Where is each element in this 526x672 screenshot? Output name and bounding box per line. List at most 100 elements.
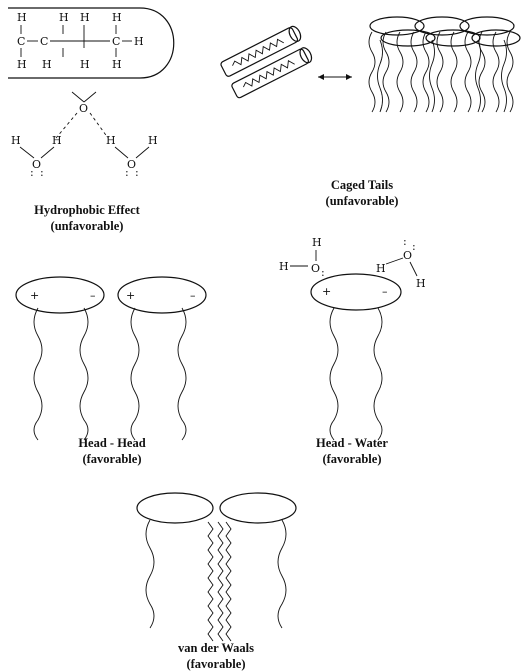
head-head-pair: + – + – — [15, 276, 207, 441]
lipid-tube — [231, 48, 309, 99]
lipid-head — [459, 16, 515, 36]
lipid-tail — [329, 307, 339, 441]
tilted-lipid-pair — [220, 25, 313, 99]
water-atom: H — [52, 134, 62, 147]
lone-pair: : — [30, 166, 34, 179]
equilibrium-arrow — [318, 74, 352, 80]
water-atom: H — [376, 262, 386, 275]
hc-atom: H — [112, 11, 122, 24]
caged-tails-caption: Caged Tails (unfavorable) — [300, 177, 424, 209]
water-bond — [40, 146, 55, 159]
hydrocarbon-molecule: H H H H C C C H H H H H — [8, 7, 175, 79]
hc-atom: C — [112, 35, 120, 48]
lipid-tail — [145, 519, 155, 629]
lone-pair: : — [403, 235, 407, 248]
water-atom: H — [11, 134, 21, 147]
hc-atom: H — [42, 58, 52, 71]
lipid-tail — [243, 60, 295, 88]
hc-atom: H — [112, 58, 122, 71]
lipid-head — [117, 276, 207, 314]
water-atom: H — [279, 260, 289, 273]
caption-note: (favorable) — [322, 452, 382, 466]
lipid-tail — [217, 521, 224, 642]
lipid-tail — [33, 307, 43, 441]
water-atom: H — [148, 134, 158, 147]
water-atom: H — [416, 277, 426, 290]
lone-pair: : — [412, 240, 416, 253]
hydrocarbon-boundary — [8, 7, 175, 79]
water-bond — [114, 146, 129, 159]
lone-pair: : — [321, 266, 325, 279]
van-der-waals-pair — [136, 492, 297, 642]
lipid-head — [299, 47, 313, 64]
water-bond — [385, 257, 404, 265]
lipid-head — [219, 492, 297, 524]
caption-note: (unfavorable) — [325, 194, 399, 208]
negative-charge: – — [190, 289, 196, 302]
lipid-tail — [207, 521, 214, 642]
lipid-tail — [79, 307, 89, 441]
van-der-waals-caption: van der Waals (favorable) — [154, 640, 278, 672]
hydrogen-bond — [89, 112, 109, 139]
water-atom: O — [79, 102, 88, 115]
caption-note: (favorable) — [186, 657, 246, 671]
positive-charge: + — [30, 289, 39, 302]
caption-title: Hydrophobic Effect — [34, 203, 140, 217]
water-bond — [71, 91, 85, 103]
lipid-head — [288, 25, 302, 42]
water-network: O H H O : : H H O : : — [11, 91, 158, 179]
hc-atom: H — [17, 11, 27, 24]
lipid-tail — [277, 519, 287, 629]
hc-atom: C — [17, 35, 25, 48]
caged-lipid-array — [368, 16, 521, 113]
water-atom: O — [403, 249, 412, 262]
lipid-tail — [232, 38, 284, 66]
water-bond — [409, 261, 418, 277]
negative-charge: – — [382, 285, 388, 298]
caption-title: Head - Head — [78, 436, 146, 450]
lipid-tail — [130, 307, 140, 441]
head-water-caption: Head - Water (favorable) — [290, 435, 414, 467]
lone-pair: : — [40, 166, 44, 179]
head-head-caption: Head - Head (favorable) — [50, 435, 174, 467]
lipid-tail — [177, 307, 187, 441]
hc-atom: H — [17, 58, 27, 71]
positive-charge: + — [322, 285, 331, 298]
lipid-tube — [220, 27, 299, 77]
water-bond — [19, 146, 35, 159]
lipid-head — [471, 29, 521, 47]
caption-title: Caged Tails — [330, 178, 394, 192]
lipid-head — [369, 16, 425, 36]
water-atom: O — [127, 158, 136, 171]
water-atom: O — [32, 158, 41, 171]
lipid-tail — [373, 307, 383, 441]
lone-pair: : — [135, 166, 139, 179]
lipid-head — [414, 16, 470, 36]
lipid-tail — [225, 521, 232, 642]
caption-title: van der Waals — [178, 641, 254, 655]
lipid-head — [380, 29, 436, 47]
lone-pair: : — [125, 166, 129, 179]
water-bond — [83, 91, 97, 103]
water-atom: O — [311, 262, 320, 275]
water-atom: H — [106, 134, 116, 147]
hc-atom: H — [80, 11, 90, 24]
lipid-head — [136, 492, 214, 524]
head-water-pair: + – H H O : : : O H H — [279, 235, 426, 441]
hc-atom: C — [40, 35, 48, 48]
caption-note: (unfavorable) — [50, 219, 124, 233]
water-bond — [135, 146, 150, 159]
positive-charge: + — [126, 289, 135, 302]
caption-title: Head - Water — [316, 436, 388, 450]
negative-charge: – — [90, 289, 96, 302]
hc-atom: H — [80, 58, 90, 71]
water-atom: H — [312, 236, 322, 249]
hc-atom: H — [134, 35, 144, 48]
lipid-head — [425, 29, 481, 47]
hydrophobic-effect-caption: Hydrophobic Effect (unfavorable) — [12, 202, 162, 234]
lipid-head — [15, 276, 105, 314]
lipid-head — [310, 273, 402, 311]
hc-atom: H — [59, 11, 69, 24]
caption-note: (favorable) — [82, 452, 142, 466]
